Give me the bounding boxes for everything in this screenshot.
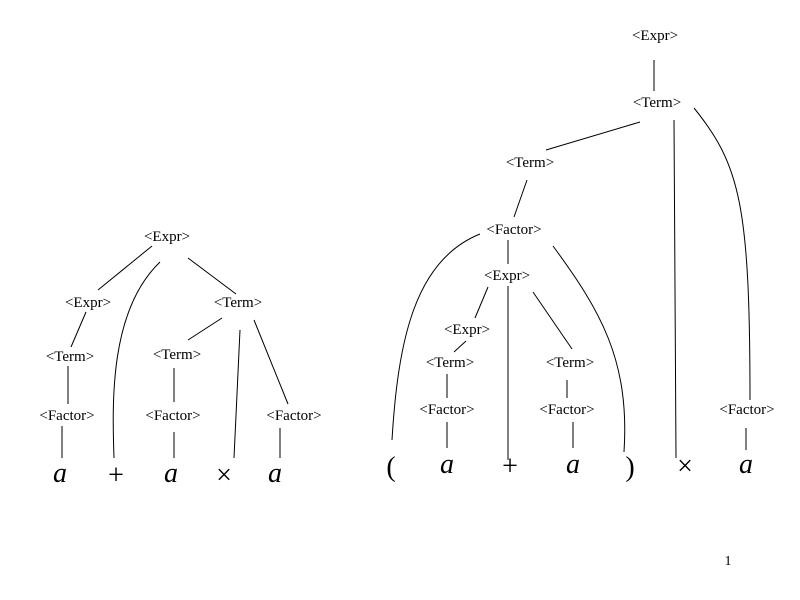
edge: [253, 319, 289, 405]
edge: [673, 119, 677, 459]
edge: [187, 257, 237, 295]
left-leaf-times: ×: [216, 460, 232, 491]
left-leaf-a3: a: [268, 458, 282, 489]
left-factor: <Factor>: [39, 408, 94, 424]
edge: [513, 179, 528, 218]
right-leaf-a3: a: [739, 449, 753, 480]
edge-curve: [112, 261, 161, 459]
right-term-top: <Term>: [633, 95, 681, 111]
right-leaf-times: ×: [677, 451, 693, 482]
left-leaf-plus: +: [108, 460, 124, 491]
edge-curve: [391, 233, 481, 441]
right-term-inner-left: <Term>: [426, 355, 474, 371]
left-root-expr: <Expr>: [144, 229, 190, 245]
left-tree: <Expr> <Expr> <Term> <Term> <Term> <Fact…: [39, 229, 321, 491]
left-tree-edges: [61, 245, 289, 459]
right-term-inner-right: <Term>: [546, 355, 594, 371]
edge: [474, 286, 489, 319]
edge: [545, 121, 641, 151]
right-expr-inner-left: <Expr>: [444, 322, 490, 338]
left-leaf-a1: a: [53, 458, 67, 489]
right-leaf-a2: a: [566, 449, 580, 480]
right-root-expr: <Expr>: [632, 28, 678, 44]
left-expr: <Expr>: [65, 295, 111, 311]
edge: [453, 340, 467, 353]
right-factor-inner-left: <Factor>: [419, 402, 474, 418]
right-factor-paren: <Factor>: [486, 222, 541, 238]
left-term: <Term>: [46, 349, 94, 365]
right-tree-edges: [391, 60, 751, 460]
right-expr-inner: <Expr>: [484, 268, 530, 284]
edge: [70, 311, 87, 348]
right-leaf-lparen: (: [386, 452, 395, 483]
page-number: 1: [725, 554, 732, 569]
left-factor-right: <Factor>: [266, 408, 321, 424]
edge: [97, 245, 153, 291]
right-tree: <Expr> <Term> <Term> <Factor> <Expr> <Ex…: [386, 28, 774, 483]
right-leaf-rparen: ): [625, 452, 634, 483]
edge-curve: [552, 245, 626, 453]
edge: [187, 317, 223, 341]
right-factor-right: <Factor>: [719, 402, 774, 418]
left-term-right: <Term>: [214, 295, 262, 311]
edge-curve: [693, 107, 751, 401]
edge: [233, 329, 241, 459]
right-factor-inner-right: <Factor>: [539, 402, 594, 418]
left-term-inner: <Term>: [153, 347, 201, 363]
left-leaf-a2: a: [164, 458, 178, 489]
right-term-second: <Term>: [506, 155, 554, 171]
left-factor-inner: <Factor>: [145, 408, 200, 424]
edge: [532, 291, 573, 350]
right-leaf-plus: +: [502, 451, 518, 482]
right-leaf-a1: a: [440, 449, 454, 480]
